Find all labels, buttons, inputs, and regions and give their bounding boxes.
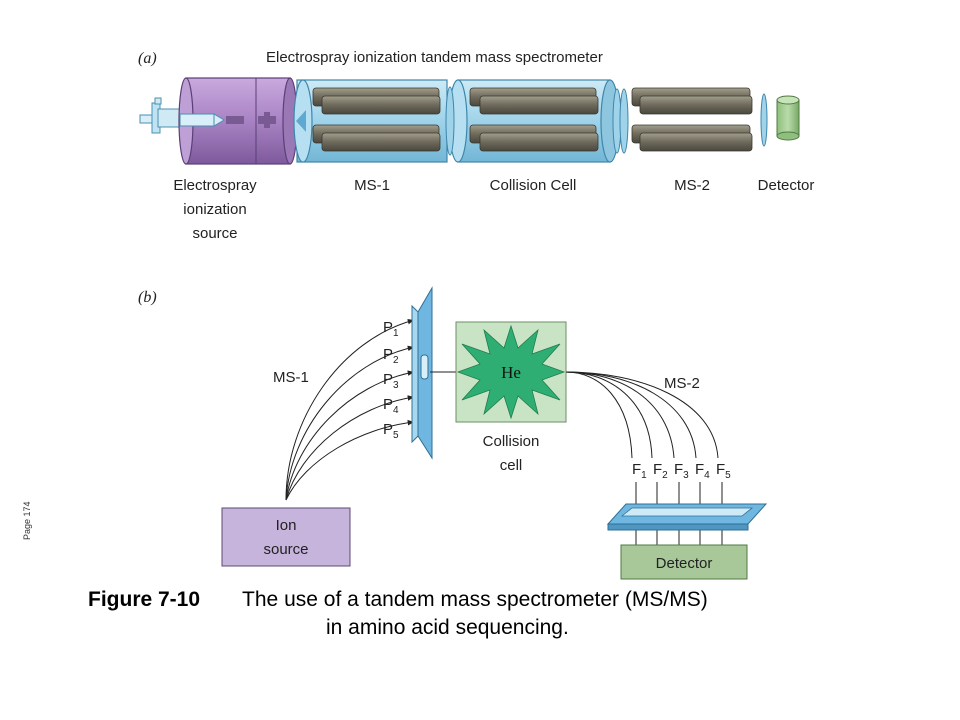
electrospray-source-cylinder [178, 77, 298, 165]
ms2-quadrupole-rods [631, 87, 753, 152]
ion-source-line2: source [263, 541, 308, 558]
ion-source-line1: Ion [276, 517, 297, 534]
ms1-filter-plate [411, 286, 433, 460]
detector-box: Detector [620, 544, 748, 580]
detector-label-b: Detector [656, 555, 713, 572]
precursor-label: P4 [383, 396, 399, 416]
separator-discs [445, 86, 629, 156]
precursor-labels: P1 P2 P3 P4 P5 [383, 319, 399, 441]
detector-label: Detector [758, 177, 815, 194]
caption-line1: The use of a tandem mass spectrometer (M… [242, 588, 708, 611]
source-label-line3: source [192, 225, 237, 242]
collision-cell-label: Collision Cell [490, 177, 577, 194]
source-label-line1: Electrospray [173, 177, 257, 194]
panel-a: (a) Electrospray ionization tandem mass … [138, 49, 814, 242]
ms2-trajectories [565, 371, 719, 459]
ms1-trajectories [285, 318, 415, 501]
fragment-label: F4 [695, 461, 710, 481]
precursor-label: P2 [383, 346, 399, 366]
page-number: Page 174 [22, 501, 32, 540]
precursor-label: P5 [383, 421, 399, 441]
fragment-label: F3 [674, 461, 689, 481]
collision-cell-rods [469, 87, 599, 152]
fragment-label: F2 [653, 461, 668, 481]
caption-label: Figure 7-10 [88, 588, 201, 611]
detector-icon [760, 93, 800, 147]
panel-a-title: Electrospray ionization tandem mass spec… [266, 49, 603, 66]
ms1-quadrupole-rods [312, 87, 441, 152]
ms1-label: MS-1 [354, 177, 390, 194]
caption-line2: in amino acid sequencing. [326, 616, 569, 639]
ion-source-box: Ion source [221, 507, 351, 567]
source-label-line2: ionization [183, 201, 246, 218]
electrospray-needle-icon [139, 97, 185, 134]
precursor-label: P3 [383, 371, 399, 391]
detector-plate [606, 503, 768, 531]
starburst-icon [456, 324, 566, 420]
helium-label: He [501, 363, 521, 382]
panel-b-letter: (b) [138, 289, 157, 306]
ms2-label: MS-2 [674, 177, 710, 194]
precursor-label: P1 [383, 319, 399, 339]
fragment-labels: F1 F2 F3 F4 F5 [632, 461, 731, 481]
panel-a-letter: (a) [138, 50, 157, 67]
fragment-label: F1 [632, 461, 647, 481]
fragment-label: F5 [716, 461, 731, 481]
ms1-label-b: MS-1 [273, 369, 309, 386]
collision-cell-line2: cell [500, 457, 523, 474]
ms2-label-b: MS-2 [664, 375, 700, 392]
collision-cell-line1: Collision [483, 433, 540, 450]
collision-cell-box: He [455, 321, 567, 423]
panel-b: (b) Ion source MS-1 P1 P2 P3 P4 P5 [138, 286, 768, 580]
